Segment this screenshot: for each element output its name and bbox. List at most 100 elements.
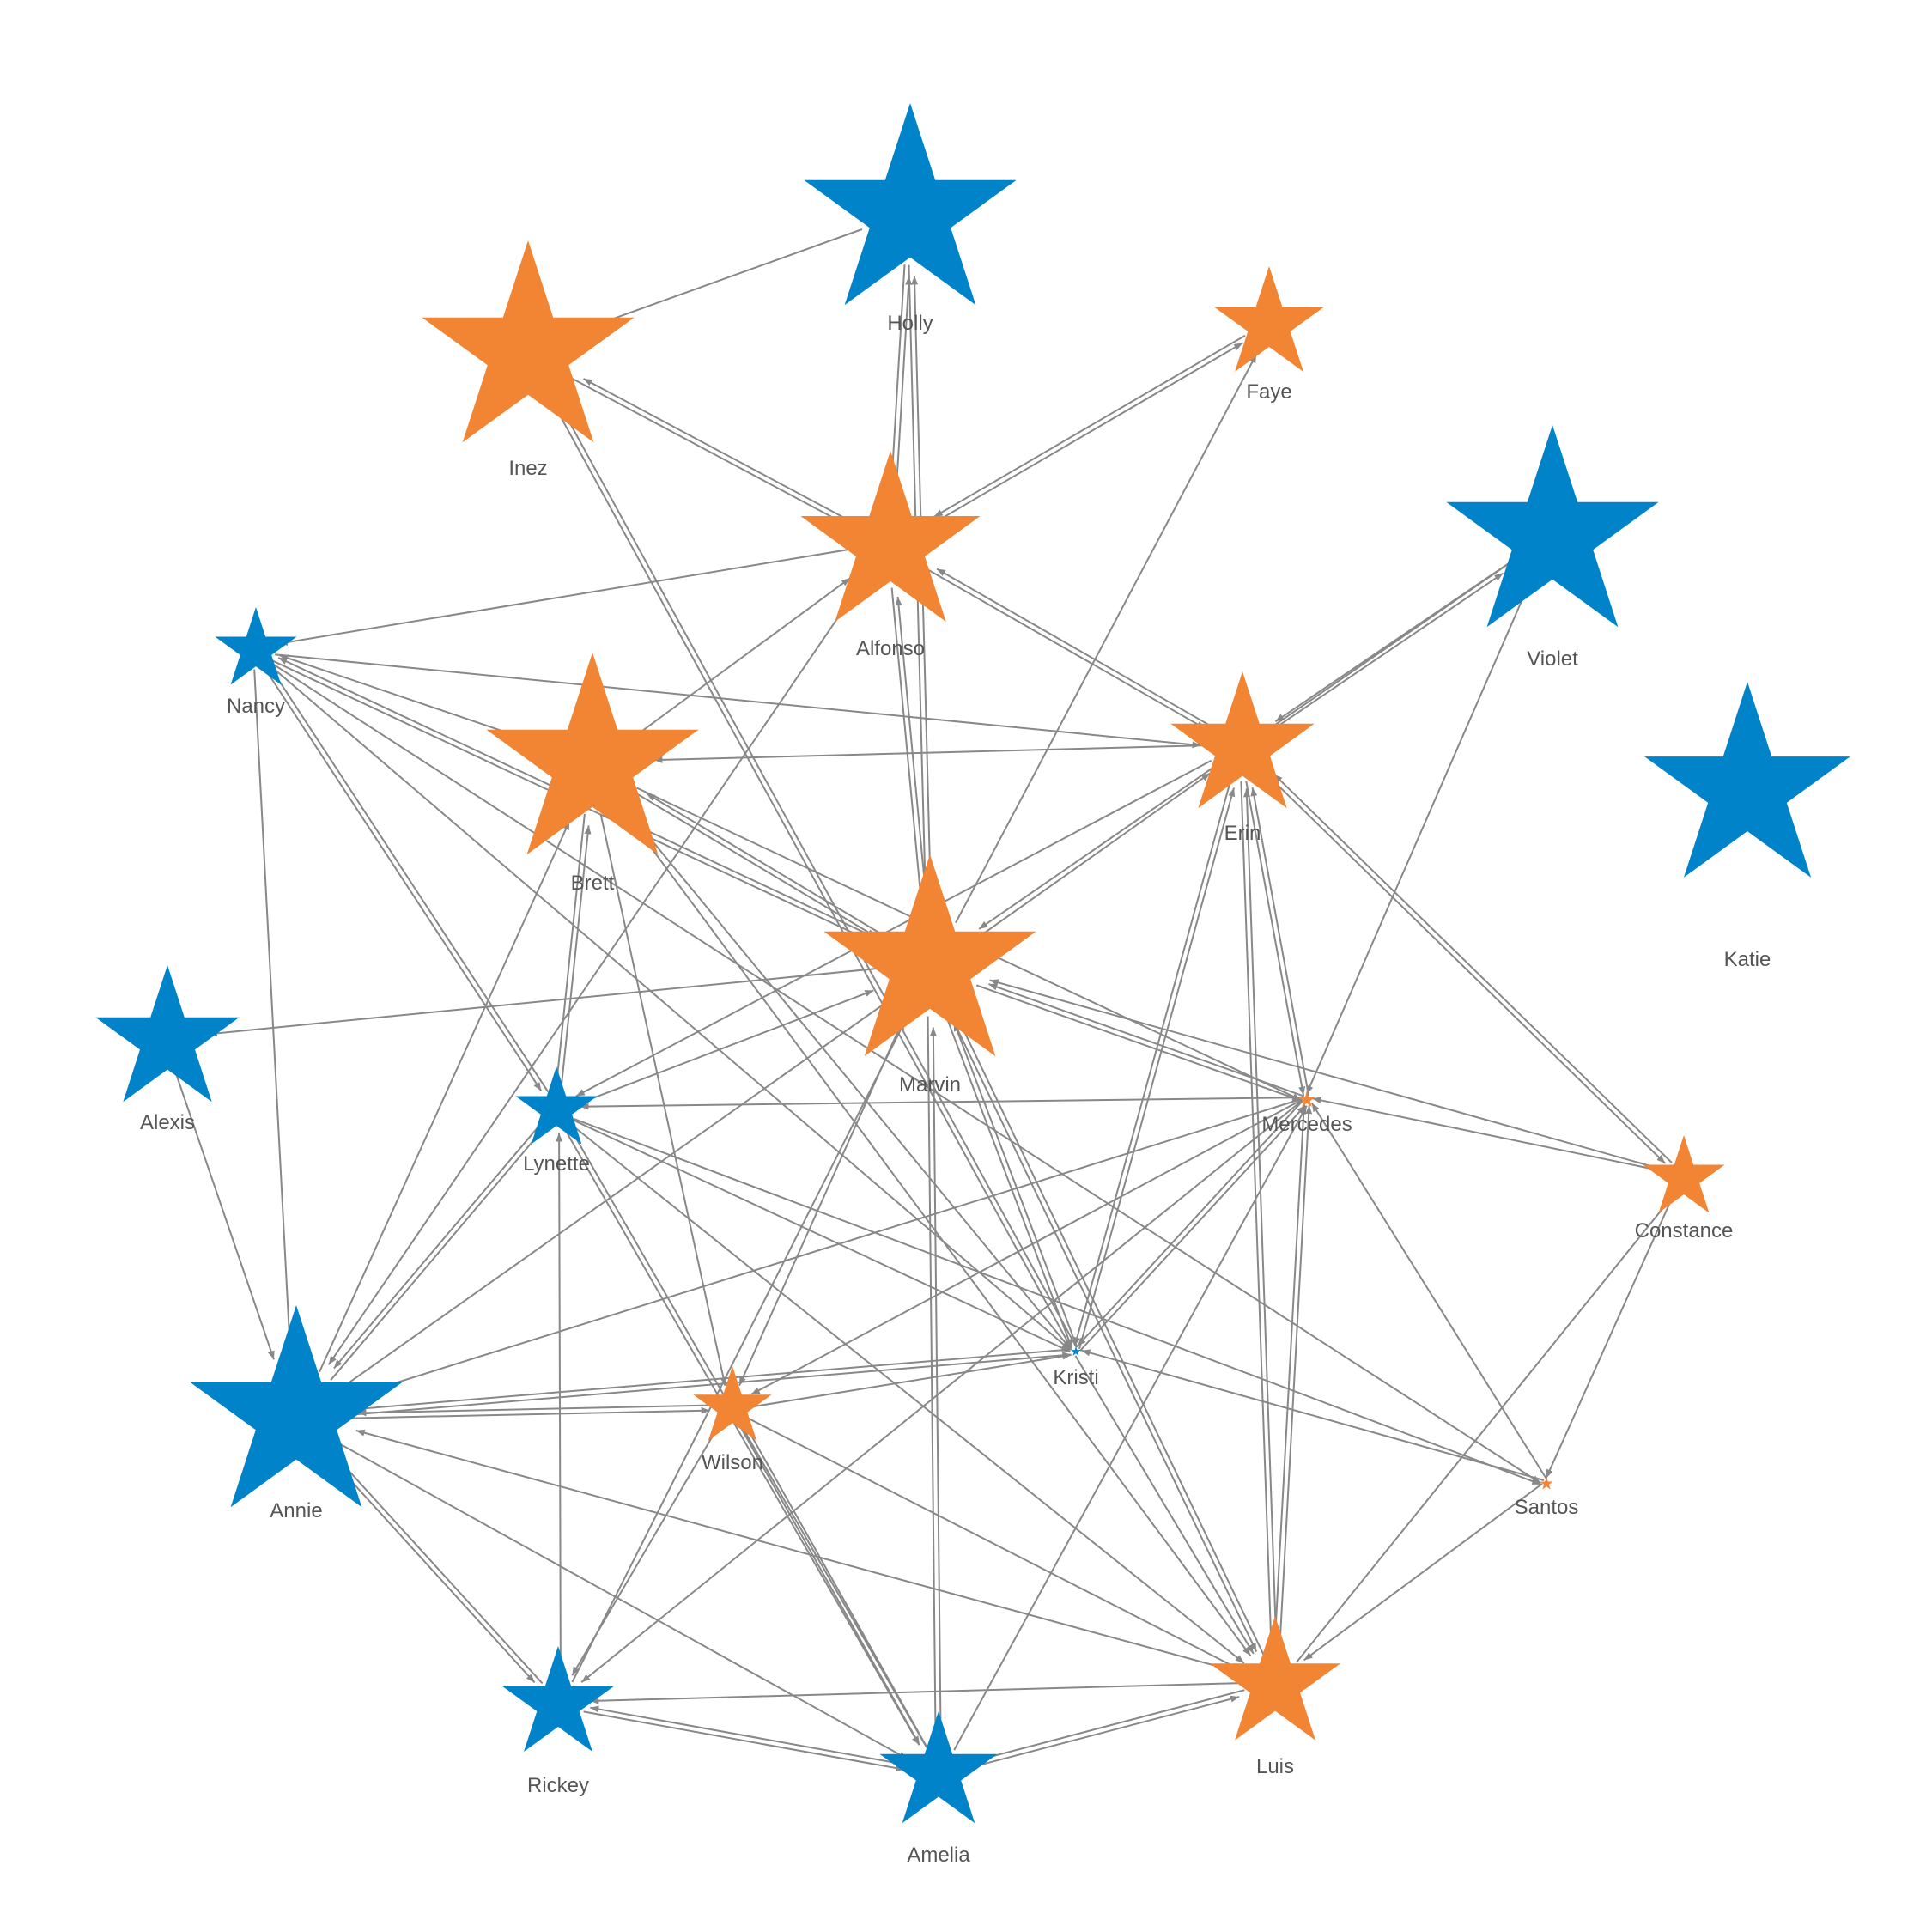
edge-marvin-to-brett — [646, 793, 889, 939]
node-star-kristi[interactable] — [1071, 1346, 1081, 1356]
edge-holly-to-inez — [584, 228, 863, 330]
edge-constance-to-santos — [1545, 1194, 1674, 1479]
node-label-kristi: Kristi — [1053, 1366, 1098, 1389]
edge-nancy-to-kristi — [268, 664, 1072, 1352]
edge-rickey-to-lynette — [556, 1133, 563, 1679]
edge-annie-to-lynette — [330, 1128, 544, 1381]
node-star-katie[interactable] — [1644, 682, 1850, 878]
edge-kristi-to-marvin — [953, 1022, 1078, 1348]
node-star-rickey[interactable] — [502, 1646, 614, 1752]
edge-brett-to-lynette — [553, 813, 586, 1086]
edge-constance-to-marvin — [989, 979, 1667, 1171]
node-star-luis[interactable] — [1209, 1616, 1341, 1741]
node-label-holly: Holly — [887, 312, 933, 335]
node-star-mercedes[interactable] — [1298, 1091, 1315, 1108]
edge-annie-to-amelia — [338, 1443, 908, 1760]
node-star-brett[interactable] — [486, 653, 699, 855]
edge-wilson-to-kristi — [750, 1352, 1072, 1408]
node-star-annie[interactable] — [190, 1305, 403, 1508]
node-label-katie: Katie — [1724, 948, 1771, 971]
edge-luis-to-marvin — [957, 1019, 1266, 1656]
node-star-alexis[interactable] — [95, 965, 240, 1103]
edge-annie-to-rickey — [327, 1455, 536, 1684]
edge-annie-to-wilson — [346, 1406, 710, 1419]
node-label-rickey: Rickey — [527, 1774, 589, 1797]
node-label-alexis: Alexis — [140, 1111, 195, 1134]
node-star-faye[interactable] — [1213, 266, 1325, 372]
edge-mercedes-to-lynette — [580, 1097, 1303, 1110]
node-label-inez: Inez — [508, 457, 547, 480]
node-label-brett: Brett — [571, 872, 615, 895]
edge-holly-to-alfonso — [888, 264, 906, 494]
edge-erin-to-brett — [653, 744, 1209, 763]
edge-erin-to-mercedes — [1245, 781, 1306, 1096]
node-star-lynette[interactable] — [515, 1066, 598, 1145]
edge-rickey-to-annie — [338, 1460, 544, 1685]
edge-kristi-to-mercedes — [1079, 1104, 1306, 1352]
edge-alfonso-to-annie — [327, 578, 866, 1365]
edge-alfonso-to-inez — [583, 378, 855, 524]
edge-erin-to-violet — [1271, 572, 1504, 732]
node-star-alfonso[interactable] — [800, 451, 981, 622]
edge-brett-to-kristi — [622, 804, 1072, 1350]
edge-violet-to-mercedes — [1305, 581, 1531, 1095]
edge-mercedes-to-rickey — [580, 1099, 1303, 1683]
edge-erin-to-kristi — [1073, 779, 1232, 1346]
node-star-amelia[interactable] — [879, 1711, 998, 1824]
node-star-holly[interactable] — [804, 103, 1017, 306]
node-label-nancy: Nancy — [227, 695, 285, 718]
edge-luis-to-rickey — [590, 1682, 1244, 1704]
edge-lynette-to-santos — [573, 1117, 1541, 1485]
node-label-erin: Erin — [1224, 822, 1261, 845]
edge-lynette-to-brett — [560, 825, 592, 1091]
edge-nancy-to-santos — [270, 661, 1541, 1485]
edge-mercedes-to-wilson — [750, 1098, 1303, 1395]
edge-faye-to-alfonso — [933, 334, 1246, 518]
edge-brett-to-wilson — [599, 813, 727, 1387]
edge-marvin-to-faye — [955, 354, 1258, 924]
edge-marvin-to-alfonso — [895, 596, 929, 916]
edge-alexis-to-annie — [175, 1073, 275, 1360]
edge-santos-to-luis — [1303, 1483, 1543, 1662]
edge-erin-to-alfonso — [936, 568, 1215, 729]
edge-kristi-to-luis — [1074, 1355, 1255, 1655]
node-star-inez[interactable] — [422, 240, 635, 443]
edge-lynette-to-luis — [569, 1122, 1245, 1664]
edge-amelia-to-mercedes — [953, 1105, 1308, 1751]
node-label-amelia: Amelia — [907, 1844, 970, 1867]
edge-annie-to-brett — [318, 820, 571, 1373]
edge-lynette-to-nancy — [270, 667, 550, 1093]
edge-luis-to-constance — [1296, 1197, 1672, 1663]
edge-nancy-to-annie — [253, 669, 294, 1356]
edge-marvin-to-alexis — [208, 967, 880, 1037]
node-star-erin[interactable] — [1170, 671, 1315, 809]
node-label-mercedes: Mercedes — [1261, 1113, 1352, 1136]
node-label-marvin: Marvin — [899, 1073, 961, 1097]
edge-amelia-to-rickey — [590, 1705, 912, 1767]
node-star-wilson[interactable] — [693, 1366, 772, 1441]
edge-lynette-to-marvin — [574, 989, 874, 1106]
node-star-violet[interactable] — [1446, 425, 1659, 628]
node-star-constance[interactable] — [1643, 1135, 1725, 1213]
edge-brett-to-alfonso — [634, 577, 851, 738]
edge-mercedes-to-luis — [1271, 1103, 1305, 1647]
node-star-marvin[interactable] — [823, 854, 1036, 1057]
node-star-nancy[interactable] — [215, 607, 297, 685]
edge-alfonso-to-nancy — [278, 549, 848, 646]
edge-alfonso-to-erin — [926, 568, 1206, 730]
node-label-luis: Luis — [1256, 1755, 1294, 1778]
nodes-layer — [95, 103, 1850, 1824]
edge-amelia-to-lynette — [569, 1127, 928, 1748]
edge-mercedes-to-annie — [354, 1097, 1303, 1397]
edge-amelia-to-wilson — [744, 1425, 928, 1748]
edge-amelia-to-marvin — [929, 1027, 942, 1746]
edge-luis-to-erin — [1243, 788, 1278, 1654]
edge-rickey-to-amelia — [583, 1710, 905, 1772]
edge-constance-to-mercedes — [1312, 1097, 1666, 1173]
edge-wilson-to-amelia — [738, 1424, 920, 1746]
edge-santos-to-mercedes — [1310, 1102, 1548, 1480]
node-label-violet: Violet — [1527, 647, 1578, 671]
edge-mercedes-to-marvin — [988, 983, 1305, 1097]
node-star-santos[interactable] — [1540, 1477, 1553, 1490]
